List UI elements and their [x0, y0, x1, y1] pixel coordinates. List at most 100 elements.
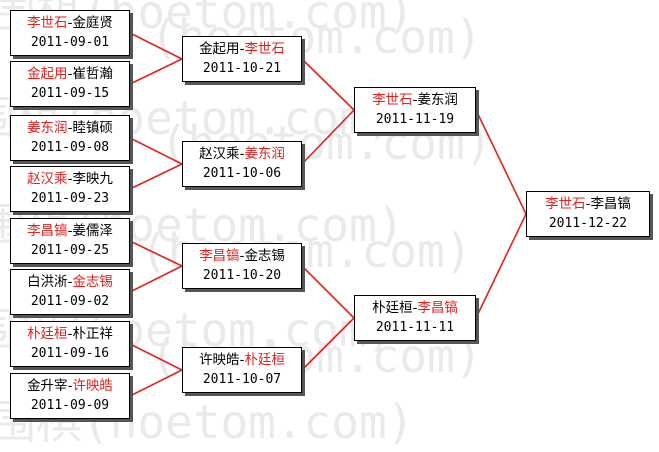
vs-dash: - [67, 171, 73, 187]
player-name: 白洪淅 [27, 274, 68, 290]
bracket-line [129, 265, 183, 293]
match-date: 2011-10-20 [202, 268, 282, 283]
player-name: 姜儒泽 [72, 223, 113, 239]
player-name: 赵汉乘 [199, 146, 240, 162]
player-name: 朴廷桓 [244, 352, 285, 368]
vs-dash: - [239, 352, 245, 368]
bracket-line [129, 32, 183, 60]
vs-dash: - [67, 66, 73, 82]
match-players: 李世石-李昌镐 [545, 195, 631, 214]
match-players: 赵汉乘-李映九 [27, 170, 113, 189]
match-box: 李昌镐-金志锡 2011-10-20 [182, 243, 302, 289]
match-players: 姜东润-睦镇硕 [27, 119, 113, 138]
match-players: 金起用-崔哲瀚 [27, 65, 113, 84]
match-date: 2011-09-02 [30, 294, 110, 309]
match-box: 金起用-李世石 2011-10-21 [182, 36, 302, 82]
match-players: 白洪淅-金志锡 [27, 273, 113, 292]
player-name: 朴廷桓 [27, 326, 68, 342]
match-box: 李昌镐-姜儒泽 2011-09-25 [10, 218, 130, 264]
bracket-line [301, 109, 355, 165]
player-name: 金升宰 [27, 378, 68, 394]
match-date: 2011-10-06 [202, 166, 282, 181]
bracket-line [129, 240, 183, 267]
bracket-line [301, 317, 355, 371]
vs-dash: - [67, 120, 73, 136]
player-name: 姜东润 [244, 146, 285, 162]
player-name: 金起用 [199, 41, 240, 57]
match-players: 李昌镐-金志锡 [199, 247, 285, 266]
match-date: 2011-09-25 [30, 243, 110, 258]
match-date: 2011-09-16 [30, 346, 110, 361]
match-box: 朴廷桓-李昌镐 2011-11-11 [354, 295, 476, 341]
vs-dash: - [67, 15, 73, 31]
match-date: 2011-10-21 [202, 61, 282, 76]
player-name: 朴廷桓 [372, 300, 413, 316]
bracket-line [475, 213, 527, 319]
match-players: 李世石-姜东润 [372, 91, 458, 110]
vs-dash: - [67, 326, 73, 342]
match-box: 金起用-崔哲瀚 2011-09-15 [10, 61, 130, 107]
match-players: 李世石-金庭贤 [27, 14, 113, 33]
vs-dash: - [67, 378, 73, 394]
match-date: 2011-09-15 [30, 86, 110, 101]
match-players: 朴廷桓-朴正祥 [27, 325, 113, 344]
bracket-connectors [129, 32, 527, 397]
bracket-line [129, 163, 183, 190]
player-name: 崔哲瀚 [72, 66, 113, 82]
match-box: 许映皓-朴廷桓 2011-10-07 [182, 347, 302, 393]
player-name: 睦镇硕 [72, 120, 113, 136]
match-date: 2011-11-11 [375, 320, 455, 335]
vs-dash: - [67, 274, 73, 290]
vs-dash: - [585, 196, 591, 212]
player-name: 金起用 [27, 66, 68, 82]
match-box: 白洪淅-金志锡 2011-09-02 [10, 269, 130, 315]
match-players: 许映皓-朴廷桓 [199, 351, 285, 370]
bracket-line [129, 58, 183, 85]
match-players: 朴廷桓-李昌镐 [372, 299, 458, 318]
match-box: 李世石-姜东润 2011-11-19 [354, 87, 476, 133]
match-date: 2011-10-07 [202, 372, 282, 387]
vs-dash: - [239, 248, 245, 264]
match-box: 金升宰-许映皓 2011-09-09 [10, 373, 130, 419]
bracket-line [301, 58, 355, 111]
vs-dash: - [412, 300, 418, 316]
player-name: 李世石 [372, 92, 413, 108]
player-name: 许映皓 [72, 378, 113, 394]
match-date: 2011-09-08 [30, 140, 110, 155]
match-players: 金起用-李世石 [199, 40, 285, 59]
player-name: 金志锡 [244, 248, 285, 264]
match-box: 李世石-李昌镐 2011-12-22 [526, 191, 650, 237]
player-name: 李昌镐 [590, 196, 631, 212]
match-box: 赵汉乘-姜东润 2011-10-06 [182, 141, 302, 187]
match-date: 2011-09-23 [30, 191, 110, 206]
player-name: 姜东润 [417, 92, 458, 108]
match-box: 朴廷桓-朴正祥 2011-09-16 [10, 321, 130, 367]
vs-dash: - [239, 146, 245, 162]
player-name: 金志锡 [72, 274, 113, 290]
match-box: 姜东润-睦镇硕 2011-09-08 [10, 115, 130, 161]
player-name: 李世石 [545, 196, 586, 212]
vs-dash: - [67, 223, 73, 239]
match-date: 2011-11-19 [375, 112, 455, 127]
player-name: 李昌镐 [199, 248, 240, 264]
bracket-line [129, 343, 183, 371]
player-name: 姜东润 [27, 120, 68, 136]
player-name: 李世石 [244, 41, 285, 57]
bracket-line [475, 109, 527, 215]
match-date: 2011-09-01 [30, 35, 110, 50]
match-players: 赵汉乘-姜东润 [199, 145, 285, 164]
player-name: 李昌镐 [417, 300, 458, 316]
match-box: 赵汉乘-李映九 2011-09-23 [10, 166, 130, 212]
bracket-line [301, 265, 355, 319]
match-players: 金升宰-许映皓 [27, 377, 113, 396]
player-name: 金庭贤 [72, 15, 113, 31]
player-name: 李映九 [72, 171, 113, 187]
match-players: 李昌镐-姜儒泽 [27, 222, 113, 241]
player-name: 朴正祥 [72, 326, 113, 342]
match-date: 2011-09-09 [30, 398, 110, 413]
player-name: 赵汉乘 [27, 171, 68, 187]
player-name: 李世石 [27, 15, 68, 31]
match-date: 2011-12-22 [548, 216, 628, 231]
bracket-line [129, 137, 183, 165]
vs-dash: - [412, 92, 418, 108]
